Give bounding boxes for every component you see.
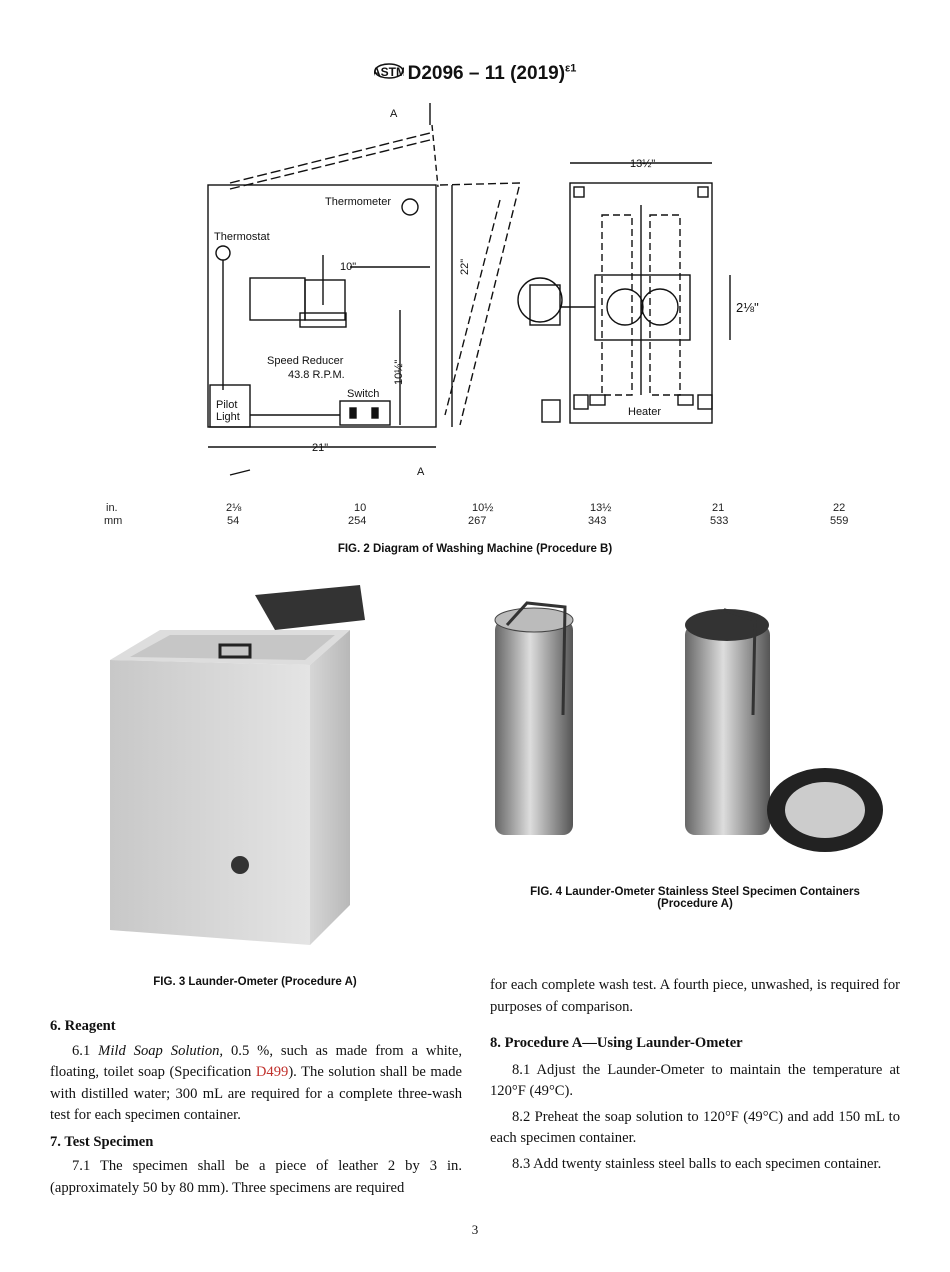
label-switch: Switch [347,388,379,400]
label-heater: Heater [628,406,661,418]
cell: mm [104,515,123,527]
thermometer-dial [401,198,419,216]
label-dim-10-5: 10½" [393,360,405,385]
designation: D2096 – 11 (2019) [407,63,566,84]
label-thermostat: Thermostat [214,231,270,243]
label-rpm: 43.8 R.P.M. [288,369,345,381]
cell: 13½ [590,502,612,514]
row-mm: mm 54 254 267 343 533 559 [0,515,950,528]
label-section-a-bottom: A [417,466,425,478]
label-dim-2-1-8: 2⅛" [736,300,759,315]
cell: 559 [830,515,849,527]
text: ). The solution shall be made with disti… [50,1064,462,1123]
section-6-heading: 6. Reagent [50,1018,116,1034]
cell: 254 [348,515,367,527]
fig2-caption: FIG. 2 Diagram of Washing Machine (Proce… [337,543,613,555]
label-dim-13-5: 13½" [630,158,655,170]
cell: 54 [227,515,240,527]
left-column: 6. Reagent 6.1 Mild Soap Solution, 0.5 %… [50,1016,462,1199]
page-number: 3 [471,1222,479,1237]
document-header: ASTM D2096 – 11 (2019)ε1 [0,58,950,85]
paragraph-7-1-continued: for each complete wash test. A fourth pi… [490,977,900,1015]
cell: 10 [354,502,367,514]
dimension-table: in. 2⅛ 10 10½ 13½ 21 22 mm 54 254 267 34… [0,502,950,528]
cell: in. [106,502,118,514]
section-7-heading: 7. Test Specimen [50,1133,154,1150]
svg-text:ASTM: ASTM [374,65,404,79]
label-dim-10: 10" [340,261,356,273]
paragraph-8-1: 8.1 Adjust the Launder-Ometer to maintai… [490,1061,900,1100]
label-dim-22: 22" [459,259,471,275]
cell: 10½ [472,502,494,514]
machine-body-outline [207,184,437,428]
cell: 267 [468,515,487,527]
fig4-caption-line2: (Procedure A) [657,898,733,910]
label-pilot: Pilot [216,399,237,411]
cell: 21 [712,502,725,514]
text: 0.5 %, such as made from a white, floati… [50,1042,462,1081]
row-inches: in. 2⅛ 10 10½ 13½ 21 22 [0,502,950,515]
label-dim-21: 21" [312,442,328,454]
label-light: Light [216,411,240,423]
launder-ometer-photo [110,585,365,945]
cell: 2⅛ [226,502,242,514]
label-section-a-top: A [390,108,398,120]
fig4-caption-line1: FIG. 4 Launder-Ometer Stainless Steel Sp… [530,886,860,898]
paragraph-8-3: 8.3 Add twenty stainless steel balls to … [512,1155,882,1172]
fig4-caption: FIG. 4 Launder-Ometer Stainless Steel Sp… [490,886,900,910]
fig3-caption: FIG. 3 Launder-Ometer (Procedure A) [153,976,357,988]
term: Mild Soap Solution, [98,1042,224,1059]
cell: 533 [710,515,729,527]
label-speed-reducer: Speed Reducer [267,355,344,367]
link-d499[interactable]: D499 [255,1064,289,1080]
cell: 343 [588,515,607,527]
washing-machine-diagram: Thermometer Thermostat 10" 22" Speed Red… [207,103,759,478]
astm-logo: ASTM [372,63,406,79]
specimen-containers-photo [494,601,883,852]
paragraph-6-1: 6.1 Mild Soap Solution, 0.5 %, such as m… [50,1041,462,1127]
cell: 22 [833,502,846,514]
epsilon-superscript: ε1 [565,62,577,75]
para-number: 6.1 [72,1042,99,1059]
section-8-heading: 8. Procedure A—Using Launder-Ometer [490,1035,743,1051]
right-column: for each complete wash test. A fourth pi… [490,975,900,1175]
label-thermometer: Thermometer [325,196,391,208]
paragraph-7-1: 7.1 The specimen shall be a piece of lea… [50,1158,462,1196]
paragraph-8-2: 8.2 Preheat the soap solution to 120°F (… [490,1108,900,1147]
